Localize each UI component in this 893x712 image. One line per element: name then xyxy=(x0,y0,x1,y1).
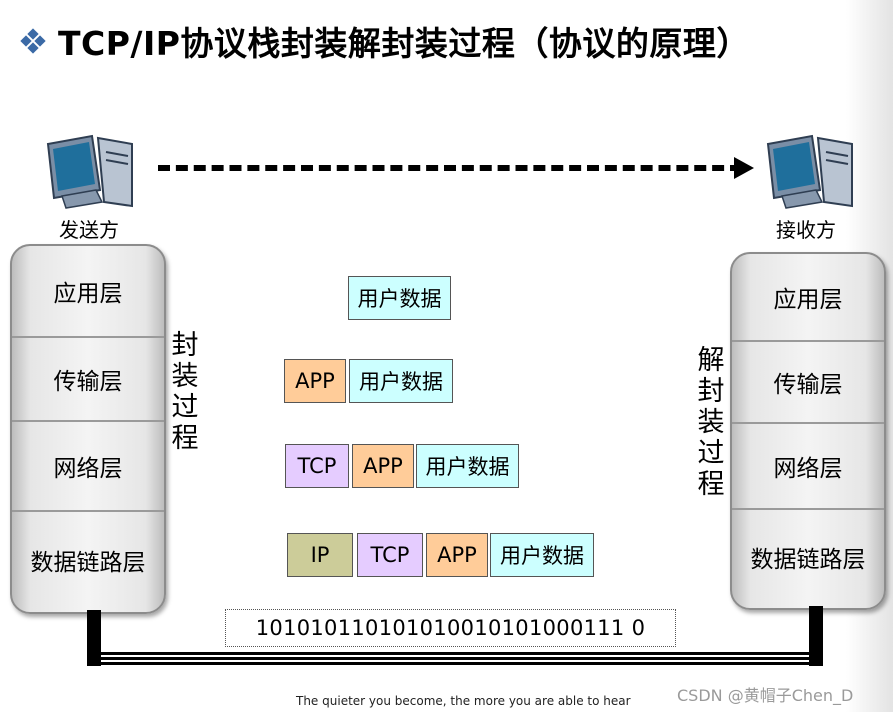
receiver-layer-application: 应用层 xyxy=(773,287,843,313)
receiver-layer-datalink: 数据链路层 xyxy=(750,547,866,573)
packet-user-data: 用户数据 xyxy=(349,359,453,403)
receiver-protocol-stack: 应用层 传输层 网络层 数据链路层 xyxy=(730,252,886,610)
encapsulation-label: 封装过程 xyxy=(171,330,199,454)
footer-quote: The quieter you become, the more you are… xyxy=(296,694,631,708)
bitstream: 101010110101010010101000111 0 xyxy=(225,609,676,647)
receiver-link-post xyxy=(809,606,823,666)
packet-tcp-header: TCP xyxy=(285,444,349,488)
packet-tcp-header: TCP xyxy=(357,533,423,577)
sender-label: 发送方 xyxy=(59,218,119,242)
layer-divider xyxy=(12,420,164,422)
packet-ip-header: IP xyxy=(287,533,353,577)
sender-protocol-stack: 应用层 传输层 网络层 数据链路层 xyxy=(10,244,166,614)
sender-computer-icon xyxy=(46,134,133,209)
receiver-label: 接收方 xyxy=(776,218,836,242)
decapsulation-label: 解封装过程 xyxy=(697,345,725,500)
packet-user-data: 用户数据 xyxy=(348,276,451,320)
sender-layer-datalink: 数据链路层 xyxy=(30,550,146,576)
packet-user-data: 用户数据 xyxy=(416,444,519,488)
arrow-head-icon xyxy=(734,157,754,179)
transmission-arrow xyxy=(158,165,742,171)
physical-cable xyxy=(87,652,823,666)
layer-divider xyxy=(732,422,884,424)
receiver-layer-network: 网络层 xyxy=(773,456,843,482)
sender-layer-transport: 传输层 xyxy=(53,369,123,395)
packet-app-header: APP xyxy=(284,359,346,403)
watermark: CSDN @黄帽子Chen_D xyxy=(677,686,854,705)
packet-user-data: 用户数据 xyxy=(490,533,594,577)
slide-title: TCP/IP协议栈封装解封装过程（协议的原理） xyxy=(20,16,750,66)
receiver-layer-transport: 传输层 xyxy=(773,372,843,398)
layer-divider xyxy=(12,336,164,338)
layer-divider xyxy=(732,340,884,342)
diamond-bullet-icon xyxy=(20,28,46,54)
title-text: TCP/IP协议栈封装解封装过程（协议的原理） xyxy=(58,24,750,63)
packet-app-header: APP xyxy=(426,533,488,577)
layer-divider xyxy=(732,508,884,510)
receiver-computer-icon xyxy=(766,134,853,209)
layer-divider xyxy=(12,510,164,512)
sender-layer-network: 网络层 xyxy=(53,456,123,482)
sender-layer-application: 应用层 xyxy=(53,281,123,307)
packet-app-header: APP xyxy=(352,444,414,488)
